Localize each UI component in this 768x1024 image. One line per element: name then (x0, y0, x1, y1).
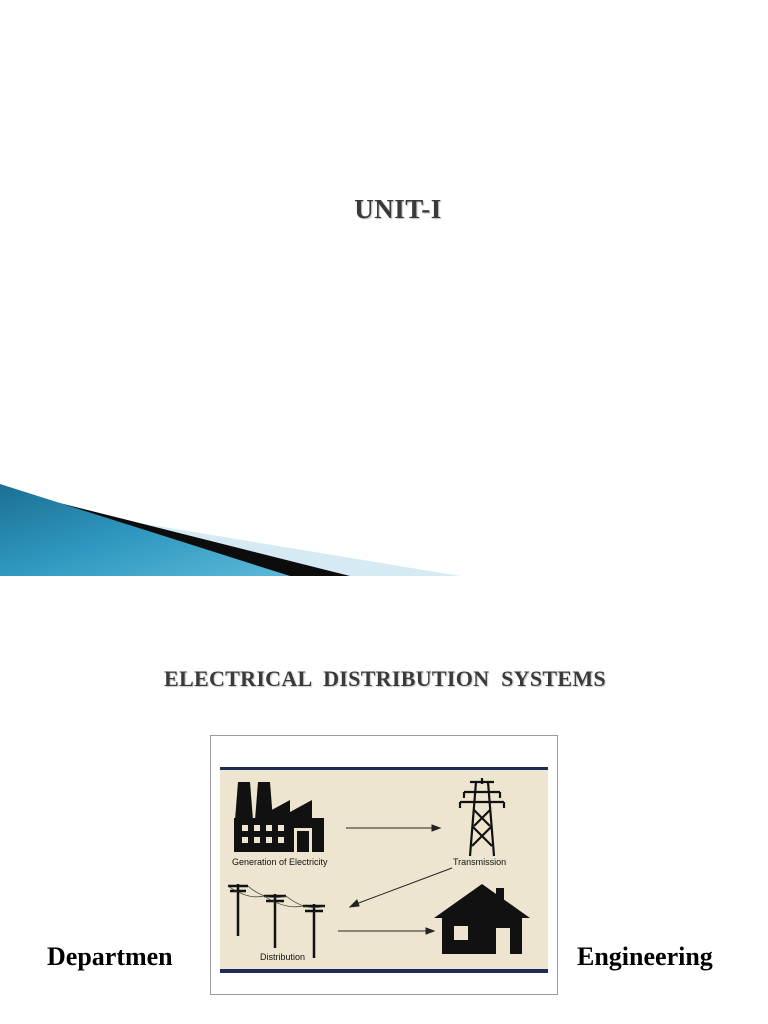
decorative-swoosh (0, 484, 460, 576)
section-heading: ELECTRICAL DISTRIBUTION SYSTEMS (164, 666, 606, 691)
arrow-to-distribution (348, 867, 453, 908)
footer-right-word: Engineering (577, 942, 713, 971)
utility-poles-icon (228, 884, 325, 958)
footer-left-word: Departmen (47, 942, 173, 971)
factory-icon (234, 782, 324, 852)
arrow-to-house (338, 927, 436, 935)
arrow-to-transmission (346, 824, 442, 832)
transmission-tower-icon (458, 778, 506, 857)
distribution-diagram: Generation of Electricity Transmission D… (210, 735, 558, 995)
generation-label: Generation of Electricity (232, 857, 328, 867)
house-icon (434, 884, 530, 954)
transmission-label: Transmission (453, 857, 507, 867)
power-lines (227, 885, 326, 908)
slide-title: UNIT-I (354, 194, 442, 224)
diagram-panel: Generation of Electricity Transmission D… (220, 767, 548, 973)
distribution-label: Distribution (260, 952, 306, 962)
